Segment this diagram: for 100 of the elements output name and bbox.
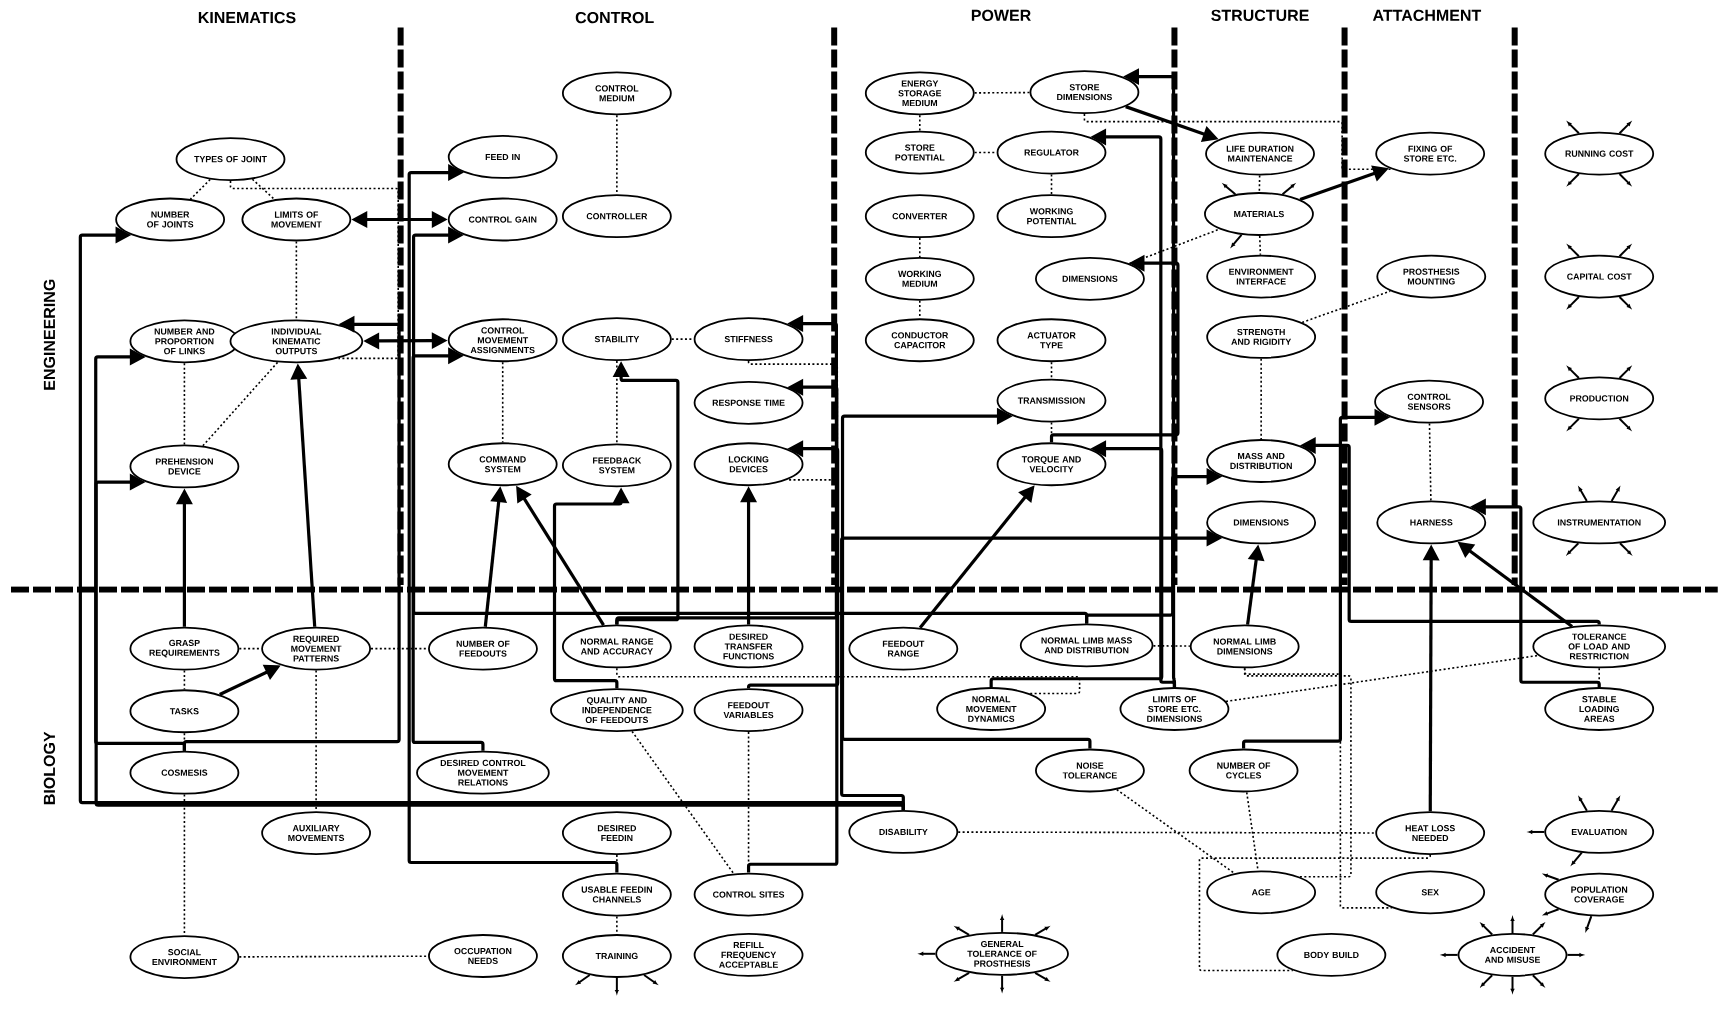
section-heading: BIOLOGY — [43, 731, 56, 805]
section-heading: CONTROL — [575, 11, 654, 24]
dotted-line — [315, 669, 317, 812]
dotted-line — [1152, 645, 1191, 647]
ellipse-node: CONVERTER — [864, 194, 975, 239]
ellipse-node: TRANSMISSION — [996, 378, 1107, 423]
ellipse-node: MASS AND DISTRIBUTION — [1206, 439, 1317, 483]
ellipse-node: CAPITAL COST — [1544, 254, 1655, 299]
section-heading: ATTACHMENT — [1372, 9, 1482, 21]
ellipse-node: STABILITY — [561, 317, 672, 362]
ellipse-node: GENERAL TOLERANCE OF PROSTHESIS — [935, 931, 1069, 976]
ellipse-node: NUMBER AND PROPORTION OF LINKS — [129, 319, 240, 364]
dotted-line — [919, 114, 921, 132]
ellipse-node: STRENGTH AND RIGIDITY — [1206, 315, 1317, 359]
dotted-line — [957, 831, 1377, 834]
ellipse-node: NUMBER OF CYCLES — [1188, 748, 1299, 793]
dotted-line — [1115, 788, 1236, 874]
dotted-line — [202, 361, 279, 447]
section-heading: ENGINEERING — [43, 279, 56, 390]
ellipse-node: RESPONSE TIME — [693, 380, 804, 425]
ellipse-node: ACTUATOR TYPE — [996, 318, 1107, 363]
ellipse-node: EVALUATION — [1544, 810, 1655, 854]
ellipse-node: PRODUCTION — [1544, 376, 1655, 421]
ellipse-node: FIXING OF STORE ETC. — [1375, 131, 1486, 176]
section-heading: POWER — [971, 9, 1031, 21]
ellipse-node: DISABILITY — [848, 810, 959, 854]
ellipse-node: LIMITS OF STORE ETC. DIMENSIONS — [1119, 687, 1230, 731]
arrow — [407, 164, 619, 873]
ellipse-node: BODY BUILD — [1276, 933, 1387, 977]
dotted-line — [1260, 358, 1262, 440]
arrow — [840, 407, 1092, 749]
ellipse-node: NORMAL LIMB DIMENSIONS — [1189, 624, 1300, 669]
dotted-line — [238, 955, 429, 958]
dotted-line — [370, 647, 429, 650]
ellipse-node: INDIVIDUAL KINEMATIC OUTPUTS — [229, 319, 364, 364]
section-heading: KINEMATICS — [198, 11, 296, 24]
ellipse-node: CONTROL MEDIUM — [561, 71, 672, 116]
ellipse-node: QUALITY AND INDEPENDENCE OF FEEDOUTS — [550, 688, 684, 733]
dotted-line — [1050, 173, 1053, 196]
ellipse-node: CONTROL SITES — [693, 872, 804, 917]
ellipse-node: WORKING POTENTIAL — [996, 194, 1107, 239]
ellipse-node: NOISE TOLERANCE — [1035, 748, 1145, 793]
dotted-line — [189, 178, 211, 200]
dotted-line — [501, 361, 504, 444]
dotted-line — [616, 360, 618, 445]
ellipse-node: TRAINING — [561, 934, 672, 978]
ellipse-node: FEEDOUT RANGE — [848, 626, 959, 671]
ellipse-node: CONDUCTOR CAPACITOR — [864, 318, 975, 363]
dotted-line — [1243, 667, 1393, 909]
dotted-line — [1258, 174, 1261, 193]
section-heading: STRUCTURE — [1211, 9, 1309, 21]
dotted-line — [919, 237, 921, 258]
dotted-line — [251, 178, 276, 201]
ellipse-node: PREHENSION DEVICE — [129, 444, 240, 489]
ellipse-node: FEEDBACK SYSTEM — [561, 443, 672, 488]
ellipse-node: FEED IN — [447, 135, 558, 179]
ellipse-node: DIMENSIONS — [1035, 256, 1145, 301]
ellipse-node: USABLE FEEDIN CHANNELS — [561, 872, 672, 917]
ellipse-node: WORKING MEDIUM — [864, 256, 975, 301]
ellipse-node: PROSTHESIS MOUNTING — [1376, 254, 1487, 299]
ellipse-node: FEEDOUT VARIABLES — [693, 688, 804, 733]
ellipse-node: HEAT LOSS NEEDED — [1375, 811, 1486, 855]
ellipse-node: STORE DIMENSIONS — [1029, 70, 1140, 115]
ellipse-node: STIFFNESS — [693, 317, 804, 362]
ellipse-node: STABLE LOADING AREAS — [1544, 687, 1655, 731]
ellipse-node: REQUIRED MOVEMENT PATTERNS — [261, 626, 371, 671]
dotted-line — [183, 669, 186, 691]
ellipse-node: AUXILIARY MOVEMENTS — [261, 811, 371, 855]
dotted-line — [183, 362, 186, 446]
ellipse-node: DESIRED CONTROL MOVEMENT RELATIONS — [416, 750, 550, 795]
dotted-line — [616, 915, 618, 935]
dotted-line — [238, 647, 262, 650]
dotted-line — [616, 667, 1081, 695]
dotted-line — [1258, 235, 1262, 256]
ellipse-node: MATERIALS — [1204, 192, 1314, 236]
ellipse-node: NUMBER OF FEEDOUTS — [428, 626, 538, 671]
ellipse-node: NUMBER OF JOINTS — [115, 197, 226, 242]
ellipse-node: RUNNING COST — [1544, 131, 1655, 176]
ellipse-node: CONTROL MOVEMENT ASSIGNMENTS — [447, 318, 558, 363]
ellipse-node: REGULATOR — [996, 130, 1107, 175]
arrow — [412, 226, 1089, 624]
ellipse-node: POPULATION COVERAGE — [1544, 872, 1655, 917]
ellipse-node: INSTRUMENTATION — [1532, 500, 1666, 545]
ellipse-node: AGE — [1206, 870, 1317, 915]
ellipse-node: GRASP REQUIREMENTS — [129, 626, 240, 671]
dotted-line — [1050, 361, 1053, 380]
dotted-line — [1428, 422, 1432, 502]
dotted-line — [1301, 290, 1392, 324]
ellipse-node: LIMITS OF MOVEMENT — [241, 197, 352, 242]
ellipse-node: DIMENSIONS — [1206, 500, 1317, 545]
dotted-line — [1598, 667, 1600, 688]
dotted-line — [1128, 228, 1221, 265]
ellipse-node: TOLERANCE OF LOAD AND RESTRICTION — [1532, 624, 1666, 669]
ellipse-node: LOCKING DEVICES — [693, 442, 804, 487]
ellipse-node: TYPES OF JOINT — [175, 137, 286, 182]
dotted-line — [631, 730, 735, 875]
ellipse-node: ENERGY STORAGE MEDIUM — [864, 71, 975, 116]
ellipse-node: COSMESIS — [129, 750, 240, 795]
ellipse-node: LIFE DURATION MAINTENANCE — [1205, 131, 1315, 176]
dotted-line — [229, 180, 399, 360]
